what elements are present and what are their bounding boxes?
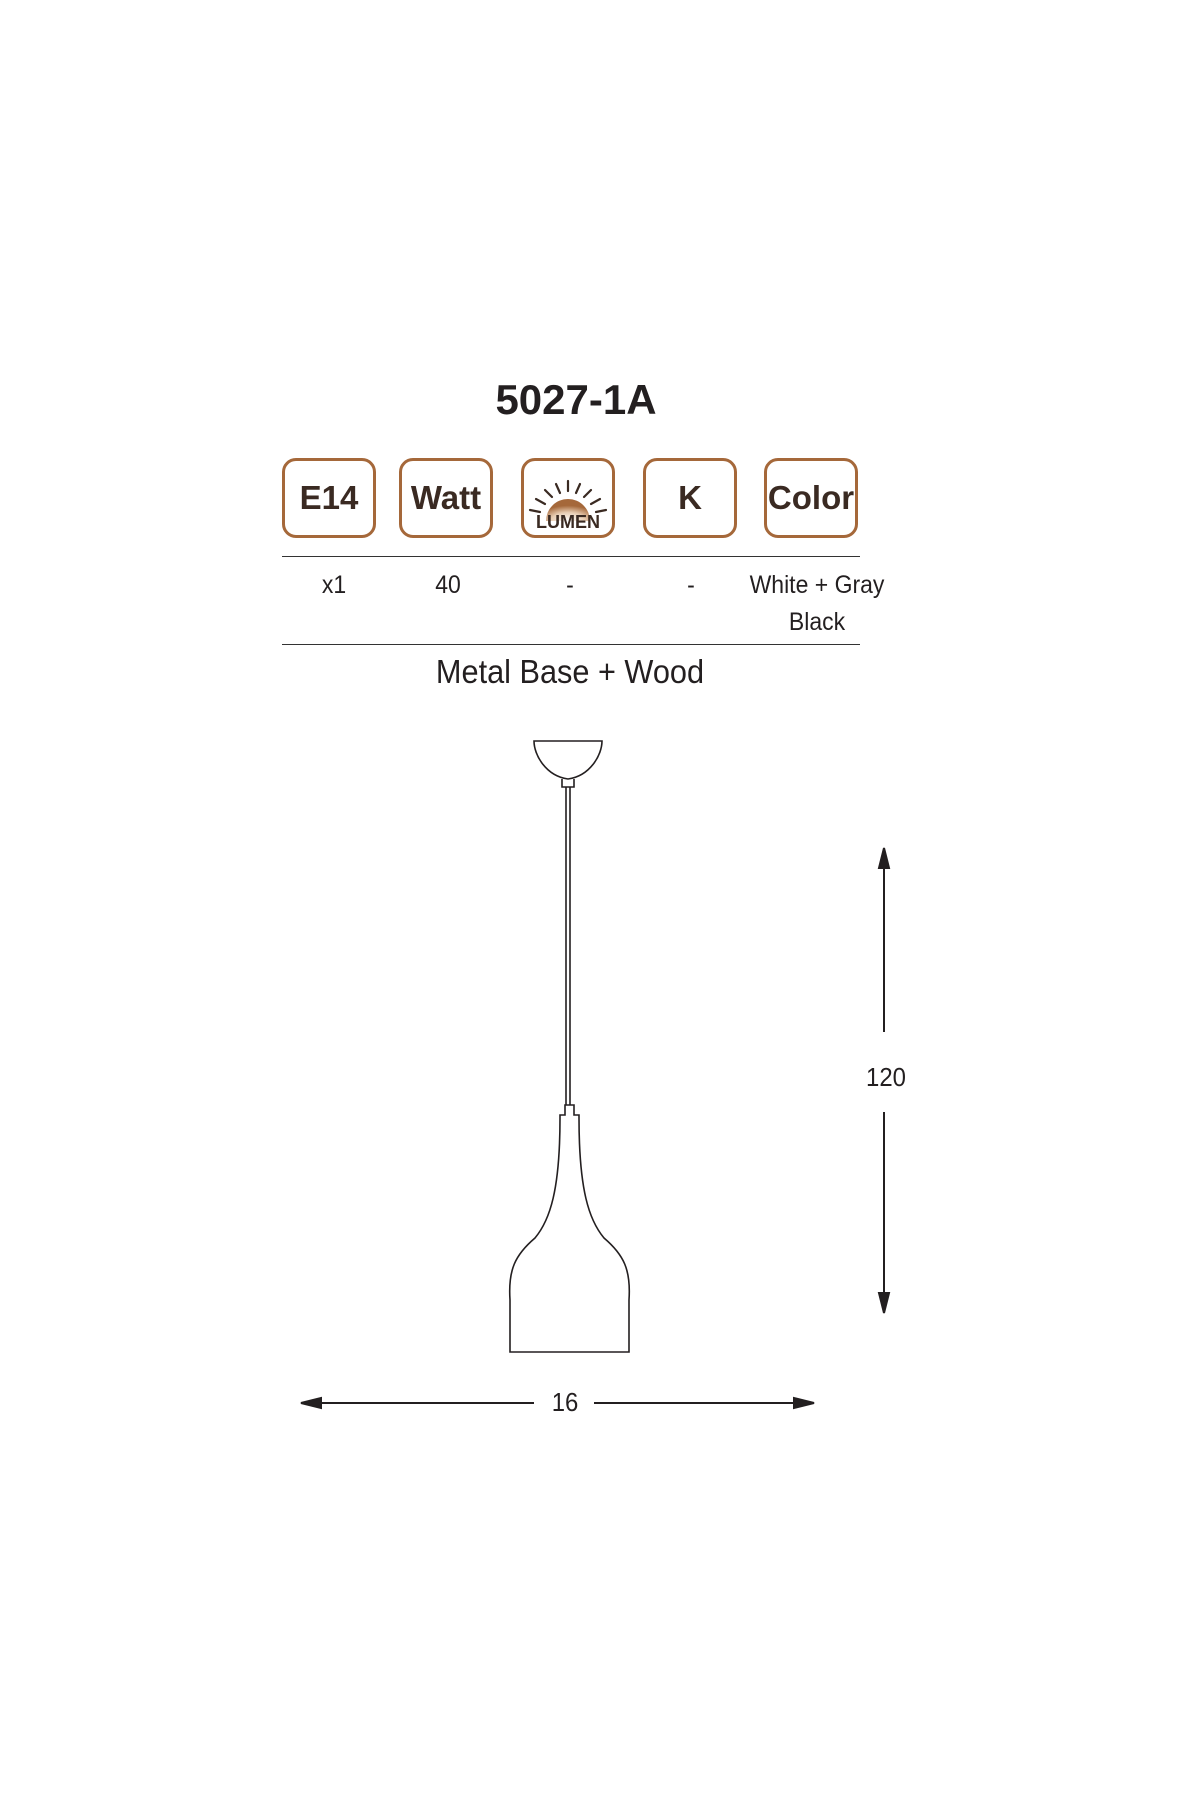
- socket-badge: E14: [282, 458, 376, 538]
- model-title: 5027-1A: [495, 376, 657, 423]
- canopy-neck: [561, 779, 575, 788]
- color-value-line1: White + Gray: [749, 571, 885, 599]
- color-badge-label: Color: [767, 479, 855, 516]
- width-arrow-left: [300, 1396, 322, 1410]
- kelvin-value: -: [687, 571, 695, 599]
- height-arrow-bottom: [877, 1292, 891, 1314]
- kelvin-badge: K: [643, 458, 737, 538]
- color-value-line2: Black: [788, 608, 846, 636]
- height-dimension-label: 120: [858, 1062, 914, 1093]
- color-badge: Color: [764, 458, 858, 538]
- spec-top-rule: [282, 556, 860, 557]
- kelvin-badge-label: K: [678, 479, 702, 516]
- socket-value: x1: [321, 571, 347, 599]
- socket-badge-label: E14: [299, 479, 359, 516]
- watt-value: 40: [435, 571, 461, 599]
- watt-badge: Watt: [399, 458, 493, 538]
- color-value: White + Gray Black: [730, 567, 905, 641]
- sun-icon: [528, 479, 608, 521]
- lumen-badge: LUMEN: [521, 458, 615, 538]
- height-arrow-top: [877, 847, 891, 869]
- watt-badge-label: Watt: [410, 479, 482, 516]
- spec-bottom-rule: [282, 644, 860, 645]
- lumen-badge-label: LUMEN: [536, 512, 600, 532]
- ceiling-canopy: [533, 740, 603, 780]
- width-arrow-right: [793, 1396, 815, 1410]
- lamp-shade: [508, 1104, 631, 1353]
- width-dimension-label: 16: [542, 1387, 588, 1418]
- material-text: Metal Base + Wood: [435, 653, 705, 690]
- lumen-value: -: [566, 571, 574, 599]
